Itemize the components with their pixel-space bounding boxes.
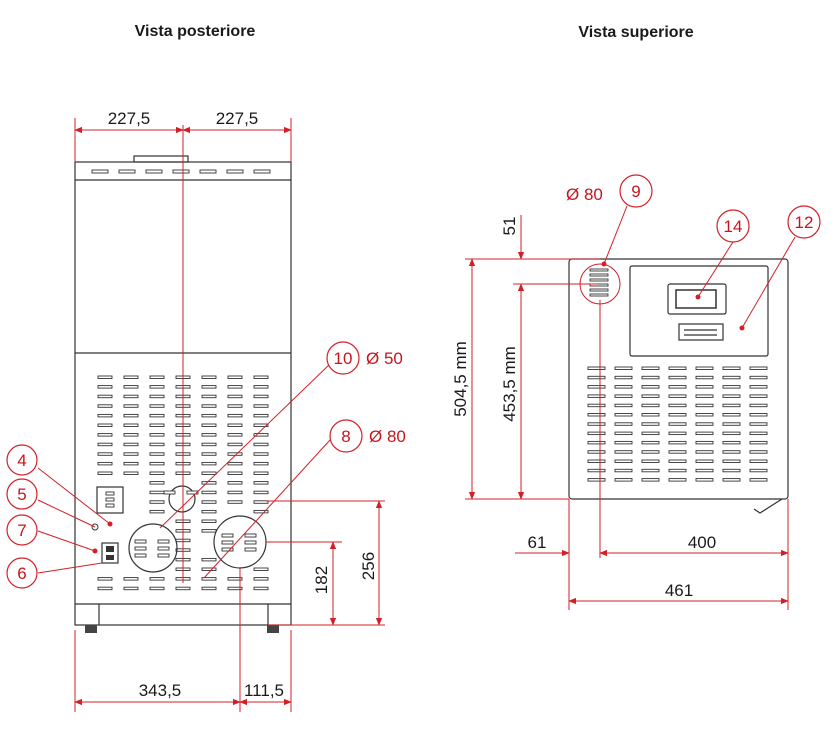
svg-text:12: 12 <box>795 213 814 232</box>
dim-small: 51 <box>500 217 519 236</box>
callout-5: 5 <box>6 478 38 510</box>
dim-bottom-left: 343,5 <box>139 681 182 700</box>
top-cap-slots <box>91 169 271 174</box>
callout-10: 10 Ø 50 <box>326 341 403 375</box>
label-plate <box>678 323 724 341</box>
callout-12: 12 <box>787 205 821 239</box>
rear-view-title: Vista posteriore <box>135 23 256 40</box>
dim-span: 400 <box>688 533 716 552</box>
top-panel <box>629 265 769 357</box>
dim-top-right: 227,5 <box>216 109 259 128</box>
top-view-drawing: 504,5 mm 453,5 mm 51 61 400 461 Ø 80 9 1… <box>451 174 821 610</box>
rear-view-drawing: 227,5 227,5 343,5 111,5 256 182 4 <box>6 109 406 712</box>
svg-text:10: 10 <box>334 349 353 368</box>
foot-right <box>267 625 279 633</box>
dim-total: 461 <box>665 581 693 600</box>
diameter-label-top: Ø 80 <box>566 185 603 204</box>
callout-14: 14 <box>716 209 750 243</box>
callout-8-label: Ø 80 <box>369 427 406 446</box>
dim-top-left: 227,5 <box>108 109 151 128</box>
hole-8-left <box>128 523 178 573</box>
callout-10-label: Ø 50 <box>366 349 403 368</box>
svg-text:5: 5 <box>17 485 26 504</box>
svg-text:6: 6 <box>17 564 26 583</box>
top-cabinet-outline <box>568 258 789 500</box>
top-small-vent <box>589 268 609 297</box>
callout-7: 7 <box>6 514 38 546</box>
side-bracket <box>753 498 783 514</box>
electric-box <box>96 486 124 514</box>
callout-6: 6 <box>6 557 38 589</box>
display-window <box>667 283 727 315</box>
callout-4: 4 <box>6 444 38 476</box>
rear-vent-grille <box>97 375 269 591</box>
svg-text:8: 8 <box>341 427 350 446</box>
svg-text:7: 7 <box>17 521 26 540</box>
callout-9: 9 <box>619 174 653 208</box>
hole-10 <box>168 485 196 513</box>
dim-vertical-outer: 504,5 mm <box>451 341 470 417</box>
foot-left <box>85 625 97 633</box>
svg-text:9: 9 <box>631 182 640 201</box>
dim-left-offset: 61 <box>528 533 547 552</box>
top-vent-grille <box>587 366 768 482</box>
dim-right-inner: 182 <box>312 566 331 594</box>
svg-text:14: 14 <box>724 217 743 236</box>
display-screen <box>675 289 717 309</box>
callout-8: 8 Ø 80 <box>329 419 406 453</box>
svg-text:4: 4 <box>17 451 26 470</box>
top-view-title: Vista superiore <box>578 24 693 41</box>
dim-right-outer: 256 <box>359 552 378 580</box>
top-handle <box>133 155 189 163</box>
dim-bottom-right: 111,5 <box>244 681 284 700</box>
dim-vertical-inner: 453,5 mm <box>500 346 519 422</box>
power-switch <box>101 542 119 564</box>
